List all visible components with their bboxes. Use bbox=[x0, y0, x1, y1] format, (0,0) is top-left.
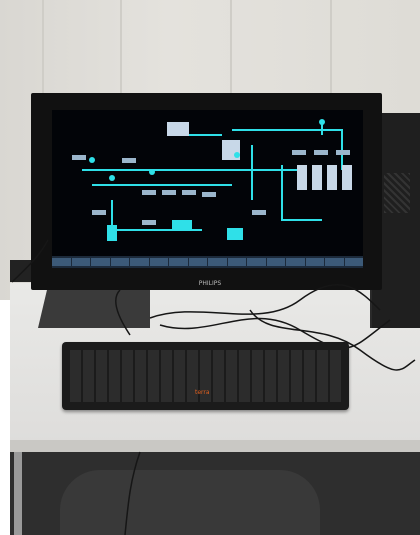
monitor-stand bbox=[38, 290, 150, 328]
taskbar-item bbox=[130, 258, 149, 266]
taskbar-item bbox=[208, 258, 227, 266]
process-diagram bbox=[72, 119, 352, 241]
taskbar-item bbox=[344, 258, 363, 266]
taskbar-item bbox=[71, 258, 90, 266]
taskbar-item bbox=[227, 258, 246, 266]
floor bbox=[60, 470, 320, 535]
taskbar-item bbox=[91, 258, 110, 266]
taskbar-item bbox=[169, 258, 188, 266]
taskbar-item bbox=[305, 258, 324, 266]
keyboard-keys bbox=[70, 350, 341, 402]
taskbar-item bbox=[286, 258, 305, 266]
keyboard bbox=[62, 342, 349, 410]
taskbar-item bbox=[149, 258, 168, 266]
taskbar-item bbox=[52, 258, 71, 266]
taskbar-item bbox=[266, 258, 285, 266]
taskbar bbox=[52, 256, 363, 268]
desk-edge bbox=[10, 440, 420, 452]
taskbar-item bbox=[247, 258, 266, 266]
taskbar-item bbox=[325, 258, 344, 266]
monitor-screen bbox=[52, 110, 363, 268]
taskbar-item bbox=[188, 258, 207, 266]
keyboard-brand-logo: terra bbox=[195, 389, 210, 396]
desk-leg bbox=[14, 452, 22, 535]
monitor-brand-logo: PHILIPS bbox=[198, 280, 222, 287]
pc-vent bbox=[384, 173, 410, 213]
taskbar-item bbox=[110, 258, 129, 266]
